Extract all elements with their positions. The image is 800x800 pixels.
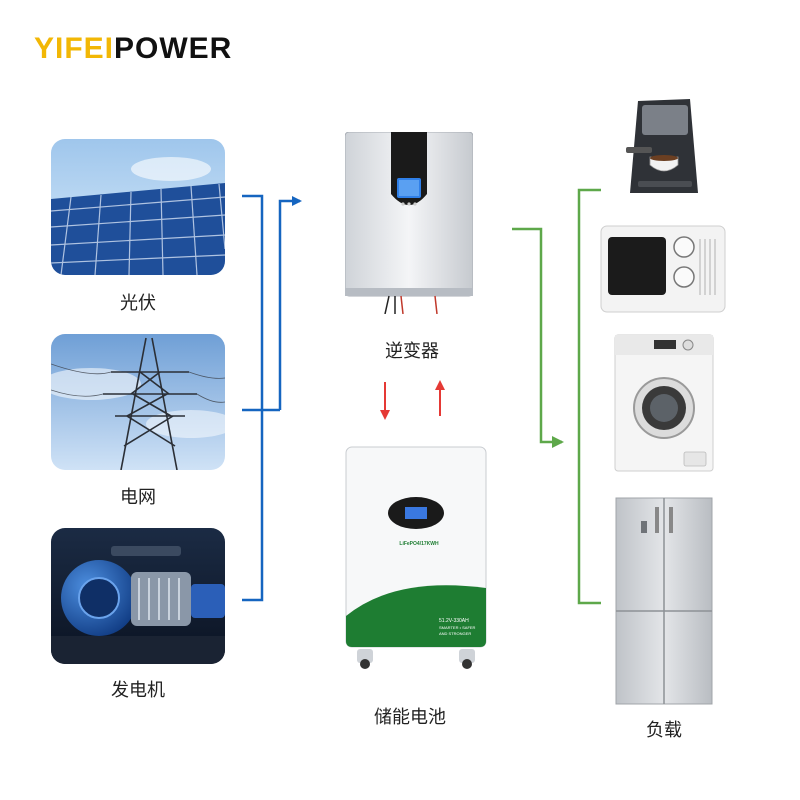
battery-spec-line2: SMARTER • SAFER xyxy=(439,625,476,630)
transmission-tower-icon xyxy=(51,334,225,470)
inverter-icon xyxy=(345,132,473,314)
solar-panel-image xyxy=(51,139,225,275)
battery-icon xyxy=(345,446,487,669)
battery-model-text: LiFePO4/17KWH xyxy=(399,541,439,547)
brand-logo: YIFEIPOWER xyxy=(34,34,232,64)
generator-image xyxy=(51,528,225,664)
logo-part-yifei: YIFEI xyxy=(34,32,115,65)
loads-label: 负载 xyxy=(646,720,682,741)
logo-part-power: POWER xyxy=(114,32,233,65)
source-label-grid: 电网 xyxy=(120,487,156,508)
coffee-machine-image xyxy=(620,95,706,200)
battery-spec-line1: 51.2V-330AH xyxy=(439,618,469,624)
battery-label: 储能电池 xyxy=(374,707,446,728)
refrigerator-image xyxy=(615,497,713,707)
refrigerator-icon xyxy=(615,497,713,705)
battery-spec-line3: AND STRONGER xyxy=(439,631,472,636)
inverter-device xyxy=(345,132,473,314)
charge-arrows xyxy=(380,380,445,420)
power-grid-image xyxy=(51,334,225,470)
generator-icon xyxy=(51,528,225,664)
input-bus-lines xyxy=(242,194,302,602)
coffee-machine-icon xyxy=(626,99,698,193)
microwave-image xyxy=(600,225,726,317)
battery-device: LiFePO4/17KWH 51.2V-330AH SMARTER • SAFE… xyxy=(345,446,487,671)
washing-machine-icon xyxy=(614,334,714,472)
source-label-solar: 光伏 xyxy=(120,293,156,314)
washing-machine-image xyxy=(614,334,714,472)
output-bus-lines xyxy=(512,188,601,605)
source-label-generator: 发电机 xyxy=(111,680,165,701)
inverter-label: 逆变器 xyxy=(385,341,439,362)
solar-panel-icon xyxy=(51,139,225,275)
microwave-icon xyxy=(600,225,726,313)
